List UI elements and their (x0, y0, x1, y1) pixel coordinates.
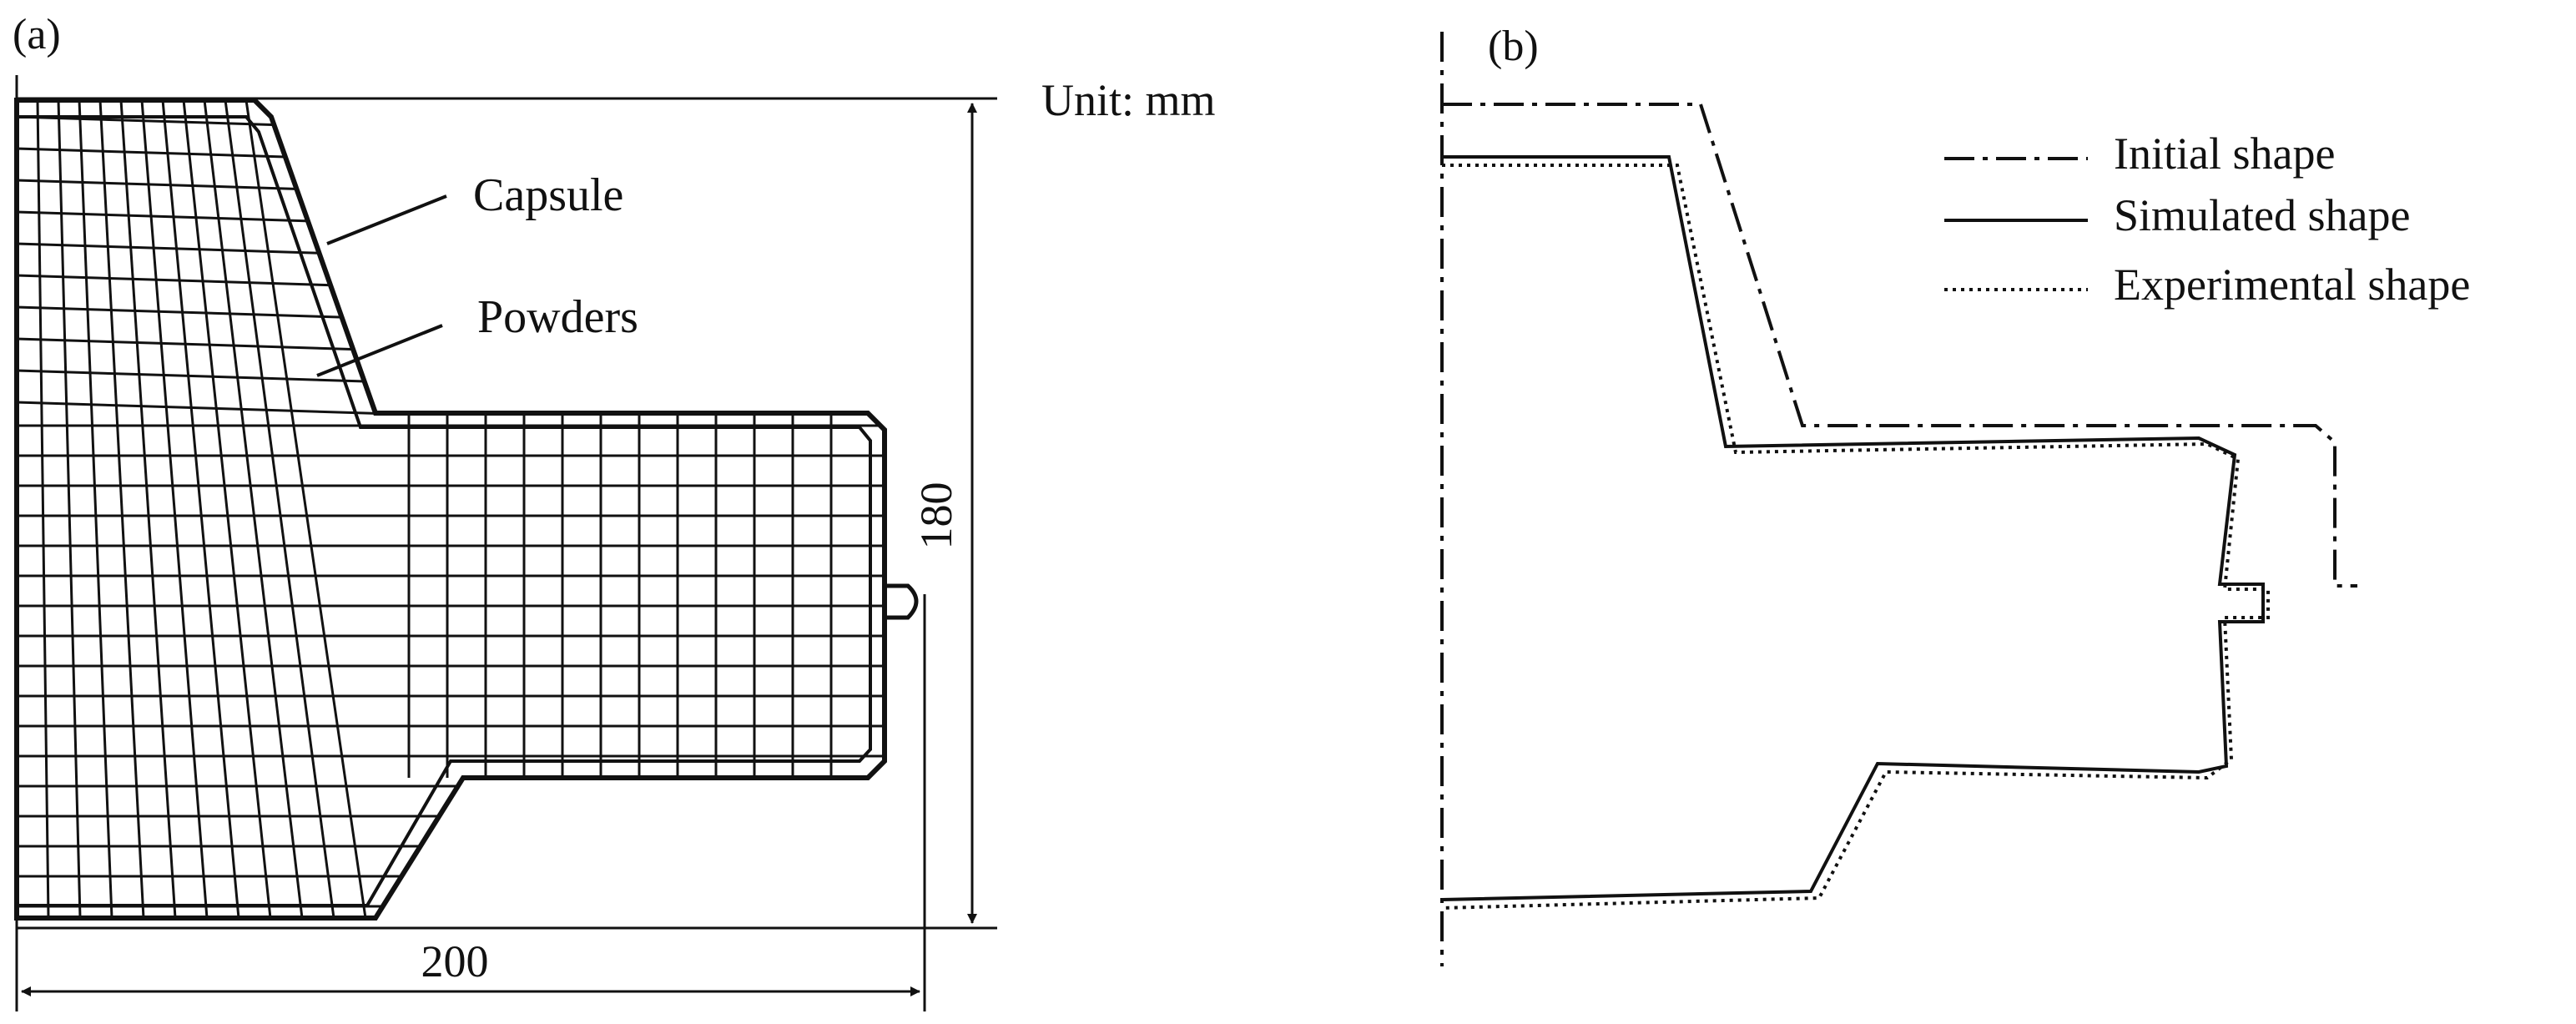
mesh-line-vertical (203, 100, 304, 918)
mesh-line-horizontal (17, 337, 393, 352)
panel-b-label: (b) (1488, 23, 1539, 70)
panel-b-drawing: (b) Initial shape Simulated shape (1440, 23, 2470, 966)
powders-leader-line (316, 324, 443, 377)
simulated-shape-outline (1441, 155, 2265, 901)
height-dimension-value: 180 (911, 482, 961, 550)
unit-label: Unit: mm (1041, 75, 1216, 125)
mesh-line-horizontal (17, 179, 393, 194)
legend-label: Experimental shape (2114, 260, 2470, 310)
mesh-line-vertical (36, 100, 50, 918)
mesh-line-horizontal (17, 242, 393, 257)
legend-label: Simulated shape (2114, 190, 2410, 240)
mesh-line-vertical (98, 100, 145, 918)
mesh-line-vertical (244, 100, 367, 918)
legend-item-simulated-shape: Simulated shape (1944, 190, 2410, 240)
legend-item-initial-shape: Initial shape (1944, 129, 2335, 179)
mesh-line-vertical (119, 100, 177, 918)
legend: Initial shape Simulated shape Experiment… (1944, 129, 2470, 310)
mesh-line-vertical (140, 100, 209, 918)
mesh-line-vertical (224, 100, 335, 918)
powders-label: Powders (477, 291, 638, 343)
capsule-leader-line (326, 194, 447, 245)
capsule-label: Capsule (473, 169, 623, 221)
mesh-line-vertical (182, 100, 272, 918)
mesh-line-vertical (161, 100, 240, 918)
legend-label: Initial shape (2114, 129, 2335, 179)
mesh-line-horizontal (17, 305, 393, 320)
legend-item-experimental-shape: Experimental shape (1944, 260, 2470, 310)
panel-a-label: (a) (13, 11, 61, 58)
mesh-line-horizontal (17, 369, 393, 384)
mesh-line-horizontal (17, 401, 393, 416)
panel-b: (b) Initial shape Simulated shape (1302, 0, 2576, 1024)
fill-tube (885, 583, 919, 620)
initial-shape-outline (1442, 103, 2357, 588)
mesh-line-horizontal (17, 147, 393, 162)
mesh-line-horizontal (17, 115, 393, 130)
panel-a-drawing: (a) Unit: mm Capsule Powders 180 (13, 11, 1216, 1011)
experimental-shape-outline (1441, 164, 2270, 910)
powders-inner-contour (15, 115, 872, 907)
width-dimension-value: 200 (421, 936, 489, 986)
mesh-line-horizontal (17, 210, 393, 225)
mesh-line-vertical (57, 100, 82, 918)
panel-a: (a) Unit: mm Capsule Powders 180 (13, 11, 1216, 1011)
capsule-outer-contour (14, 98, 887, 921)
mesh-line-vertical (78, 100, 113, 918)
